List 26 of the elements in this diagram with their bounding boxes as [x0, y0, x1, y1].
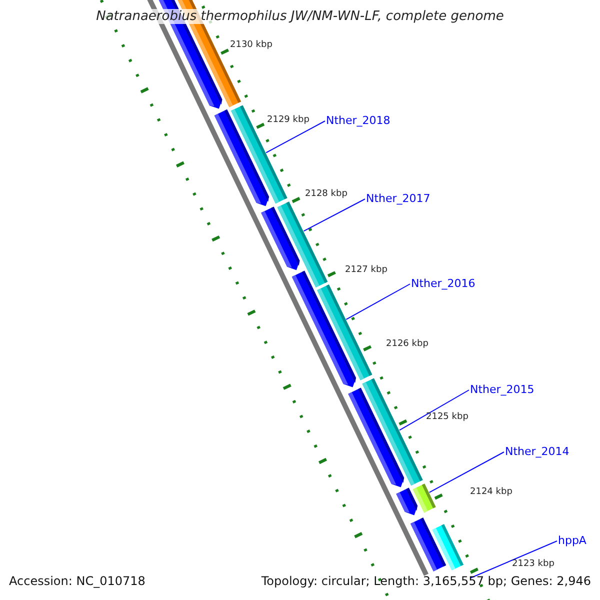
- leader-line: [399, 390, 470, 431]
- scale-label: 2124 kbp: [470, 487, 512, 497]
- leader-line: [428, 452, 504, 493]
- gene-bar: [362, 378, 423, 486]
- gene-bar: [277, 202, 328, 288]
- leader-line: [303, 198, 366, 232]
- gene-bar: [432, 524, 464, 570]
- accession-text: Accession: NC_010718: [9, 574, 146, 588]
- scale-label: 2126 kbp: [386, 339, 428, 349]
- gene-label: Nther_2014: [505, 445, 570, 458]
- title: Natranaerobius thermophilus JW/NM-WN-LF, complete genome: [96, 9, 504, 24]
- leader-line: [346, 284, 410, 320]
- genome-info-text: Topology: circular; Length: 3,165,557 bp; Genes: 2,946: [261, 574, 591, 588]
- gene-bar: [412, 484, 436, 513]
- gene-bar: [231, 105, 288, 204]
- scale-label: 2127 kbp: [345, 265, 388, 275]
- scale-label: 2129 kbp: [267, 115, 310, 125]
- gene-label: Nther_2018: [326, 114, 390, 127]
- gene-label: Nther_2017: [366, 192, 430, 205]
- gene-label: hppA: [558, 534, 586, 547]
- gene-label: Nther_2016: [411, 277, 476, 290]
- gene-bar: [317, 284, 372, 380]
- gene-label: Nther_2015: [470, 383, 534, 396]
- leader-line: [470, 540, 558, 578]
- scale-label: 2123 kbp: [512, 559, 554, 569]
- scale-label: 2130 kbp: [230, 40, 272, 50]
